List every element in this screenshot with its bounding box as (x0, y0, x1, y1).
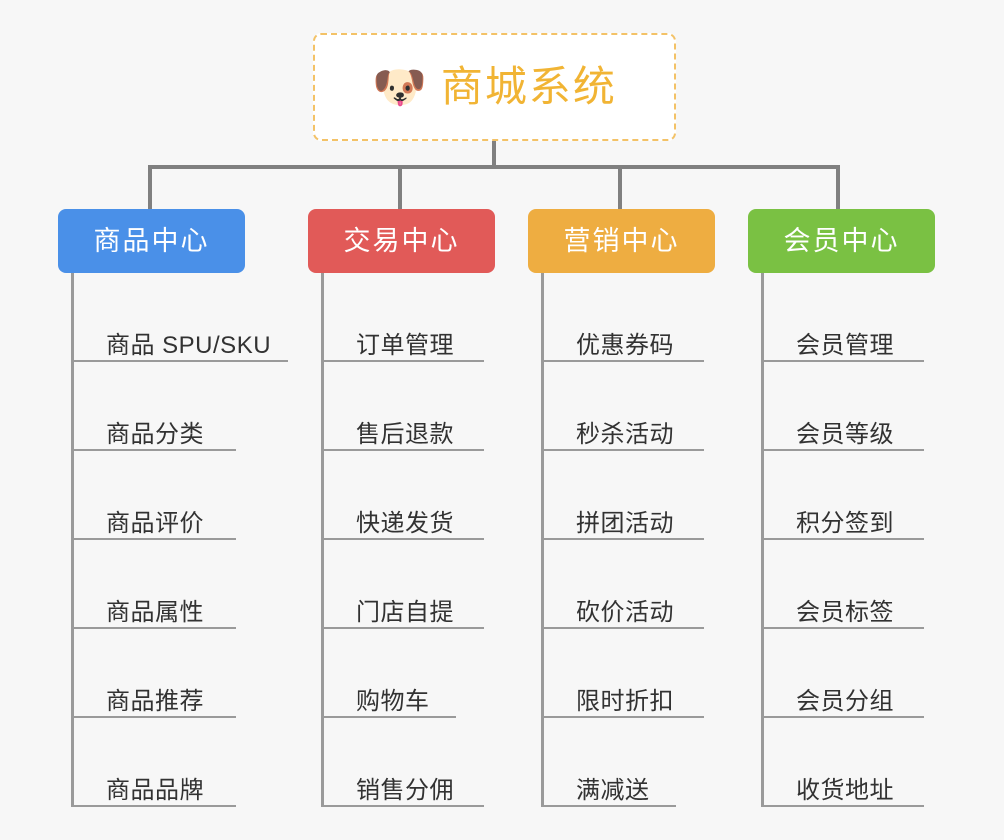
leaf-item[interactable]: 售后退款 (324, 362, 508, 451)
root-title: 商城系统 (440, 63, 617, 110)
branch-column-0: 商品中心商品 SPU/SKU 商品分类商品评价商品属性商品推荐商品品牌 (58, 209, 288, 807)
leaf-item-label: 会员标签 (796, 598, 894, 626)
leaf-item-rule (74, 360, 288, 362)
leaf-item-label: 会员等级 (796, 420, 894, 448)
leaf-item[interactable]: 订单管理 (324, 273, 508, 362)
leaf-item[interactable]: 商品品牌 (74, 718, 258, 807)
leaf-item[interactable]: 限时折扣 (544, 629, 728, 718)
leaf-item[interactable]: 商品评价 (74, 451, 258, 540)
branch-bus-connector (148, 165, 840, 169)
leaf-item-rule (74, 805, 236, 807)
root-node[interactable]: 🐶 商城系统 (313, 33, 676, 141)
leaf-item-rule (544, 716, 704, 718)
leaf-item-label: 门店自提 (356, 598, 454, 626)
branch-header-1[interactable]: 交易中心 (308, 209, 495, 273)
leaf-item[interactable]: 会员等级 (764, 362, 948, 451)
leaf-item-label: 商品评价 (106, 509, 204, 537)
leaf-item-label: 满减送 (576, 776, 650, 804)
leaf-item-label: 砍价活动 (576, 598, 674, 626)
leaf-item-label: 限时折扣 (576, 687, 674, 715)
leaf-item[interactable]: 积分签到 (764, 451, 948, 540)
leaf-item-label: 拼团活动 (576, 509, 674, 537)
leaf-item-rule (74, 627, 236, 629)
leaf-item-rule (74, 716, 236, 718)
leaf-item-label: 收货地址 (796, 776, 894, 804)
leaf-item[interactable]: 会员分组 (764, 629, 948, 718)
branch-drop-connector-3 (836, 165, 840, 210)
leaf-item[interactable]: 快递发货 (324, 451, 508, 540)
leaf-item-rule (544, 360, 704, 362)
branch-drop-connector-1 (398, 165, 402, 210)
leaf-item-label: 售后退款 (356, 420, 454, 448)
branch-header-0[interactable]: 商品中心 (58, 209, 245, 273)
leaf-item[interactable]: 门店自提 (324, 540, 508, 629)
leaf-item[interactable]: 收货地址 (764, 718, 948, 807)
dog-face-icon: 🐶 (372, 63, 427, 112)
branch-column-2: 营销中心优惠券码秒杀活动拼团活动砍价活动限时折扣满减送 (528, 209, 728, 807)
leaf-item[interactable]: 商品 SPU/SKU (74, 273, 288, 362)
leaf-item-rule (764, 716, 924, 718)
leaf-item-label: 商品 SPU/SKU (106, 331, 272, 359)
leaf-item-rule (324, 360, 484, 362)
branch-leaf-list-2: 优惠券码秒杀活动拼团活动砍价活动限时折扣满减送 (541, 273, 728, 807)
leaf-item-label: 快递发货 (356, 509, 454, 537)
leaf-item-rule (764, 805, 924, 807)
leaf-item-label: 商品分类 (106, 420, 204, 448)
leaf-item-label: 订单管理 (356, 331, 454, 359)
leaf-item-label: 购物车 (356, 687, 430, 715)
leaf-item-rule (764, 627, 924, 629)
leaf-item-rule (324, 805, 484, 807)
branch-drop-connector-2 (618, 165, 622, 210)
branch-header-3[interactable]: 会员中心 (748, 209, 935, 273)
leaf-item-label: 销售分佣 (356, 776, 454, 804)
leaf-item[interactable]: 砍价活动 (544, 540, 728, 629)
leaf-item-rule (324, 627, 484, 629)
leaf-item-rule (324, 538, 484, 540)
leaf-item-rule (544, 627, 704, 629)
leaf-item-rule (74, 538, 236, 540)
leaf-item-rule (324, 449, 484, 451)
root-stem-connector (492, 141, 496, 167)
branch-header-label: 商品中心 (93, 225, 210, 256)
branch-leaf-list-0: 商品 SPU/SKU 商品分类商品评价商品属性商品推荐商品品牌 (71, 273, 288, 807)
leaf-item-rule (74, 449, 236, 451)
leaf-item[interactable]: 优惠券码 (544, 273, 728, 362)
branch-column-3: 会员中心会员管理会员等级积分签到会员标签会员分组收货地址 (748, 209, 948, 807)
branch-column-1: 交易中心订单管理售后退款快递发货门店自提购物车销售分佣 (308, 209, 508, 807)
leaf-item-label: 秒杀活动 (576, 420, 674, 448)
leaf-item[interactable]: 商品推荐 (74, 629, 258, 718)
leaf-item[interactable]: 满减送 (544, 718, 728, 807)
leaf-item-label: 商品品牌 (106, 776, 204, 804)
leaf-item-rule (764, 449, 924, 451)
branch-header-2[interactable]: 营销中心 (528, 209, 715, 273)
leaf-item[interactable]: 秒杀活动 (544, 362, 728, 451)
leaf-item[interactable]: 销售分佣 (324, 718, 508, 807)
leaf-item-rule (544, 449, 704, 451)
leaf-item[interactable]: 会员标签 (764, 540, 948, 629)
leaf-item[interactable]: 会员管理 (764, 273, 948, 362)
leaf-item[interactable]: 商品分类 (74, 362, 258, 451)
branch-leaf-list-1: 订单管理售后退款快递发货门店自提购物车销售分佣 (321, 273, 508, 807)
leaf-item-label: 积分签到 (796, 509, 894, 537)
branch-header-label: 会员中心 (783, 225, 900, 256)
leaf-item-rule (764, 538, 924, 540)
branch-header-label: 交易中心 (343, 225, 460, 256)
leaf-item-label: 优惠券码 (576, 331, 674, 359)
leaf-item-label: 商品属性 (106, 598, 204, 626)
branch-drop-connector-0 (148, 165, 152, 210)
leaf-item-rule (324, 716, 456, 718)
leaf-item[interactable]: 拼团活动 (544, 451, 728, 540)
leaf-item-rule (544, 538, 704, 540)
leaf-item-label: 会员分组 (796, 687, 894, 715)
leaf-item-rule (764, 360, 924, 362)
branch-leaf-list-3: 会员管理会员等级积分签到会员标签会员分组收货地址 (761, 273, 948, 807)
leaf-item[interactable]: 商品属性 (74, 540, 258, 629)
branch-header-label: 营销中心 (563, 225, 680, 256)
leaf-item-label: 商品推荐 (106, 687, 204, 715)
leaf-item-label: 会员管理 (796, 331, 894, 359)
leaf-item[interactable]: 购物车 (324, 629, 508, 718)
leaf-item-rule (544, 805, 676, 807)
